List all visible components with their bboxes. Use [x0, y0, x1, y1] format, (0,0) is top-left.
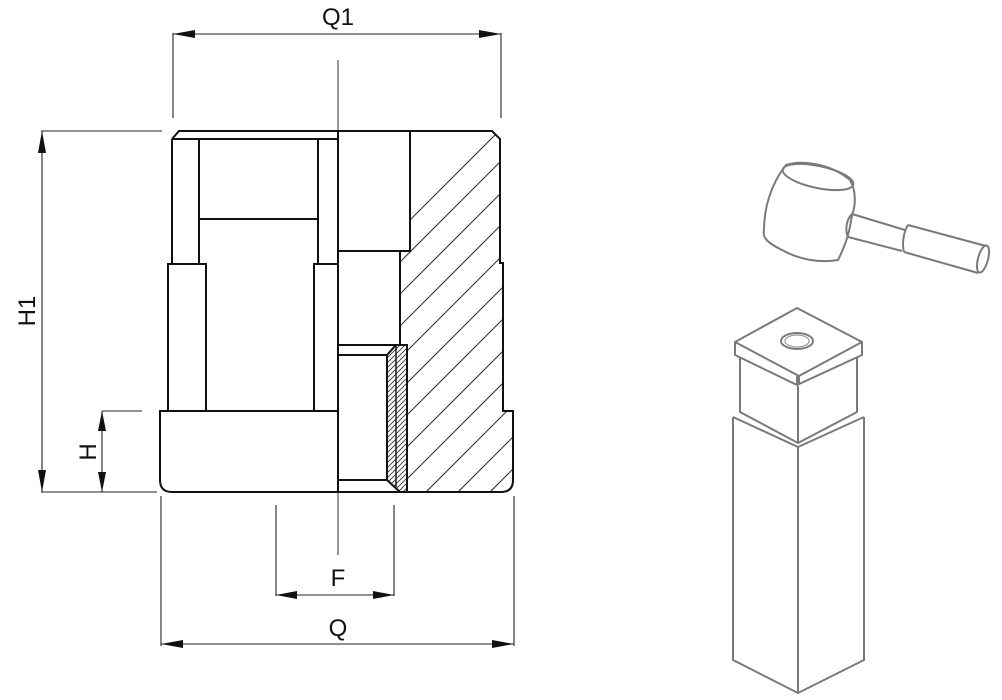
- arrowhead-icon: [173, 30, 195, 38]
- left-half-view: [159, 130, 338, 493]
- section-hatch: [400, 132, 513, 492]
- dimension-q: Q: [160, 496, 515, 648]
- square-post-illustration: [732, 307, 865, 694]
- right-half-section: [337, 130, 514, 493]
- dimension-label-q: Q: [329, 615, 348, 642]
- dimension-f: F: [275, 505, 395, 599]
- dimension-label-q1: Q1: [322, 4, 354, 31]
- arrowhead-icon: [161, 640, 183, 648]
- mallet-illustration: [762, 161, 991, 274]
- arrowhead-icon: [38, 131, 46, 153]
- arrowhead-icon: [479, 30, 501, 38]
- arrowhead-icon: [98, 472, 106, 492]
- arrowhead-icon: [98, 411, 106, 431]
- dimension-h: H: [75, 410, 142, 492]
- arrowhead-icon: [373, 591, 394, 599]
- arrowhead-icon: [492, 640, 514, 648]
- dimension-label-f: F: [331, 565, 346, 592]
- arrowhead-icon: [38, 470, 46, 492]
- dimension-h1: H1: [14, 130, 162, 493]
- dimension-label-h: H: [75, 443, 102, 460]
- dimension-q1: Q1: [172, 4, 502, 118]
- arrowhead-icon: [276, 591, 297, 599]
- dimension-label-h1: H1: [14, 296, 41, 327]
